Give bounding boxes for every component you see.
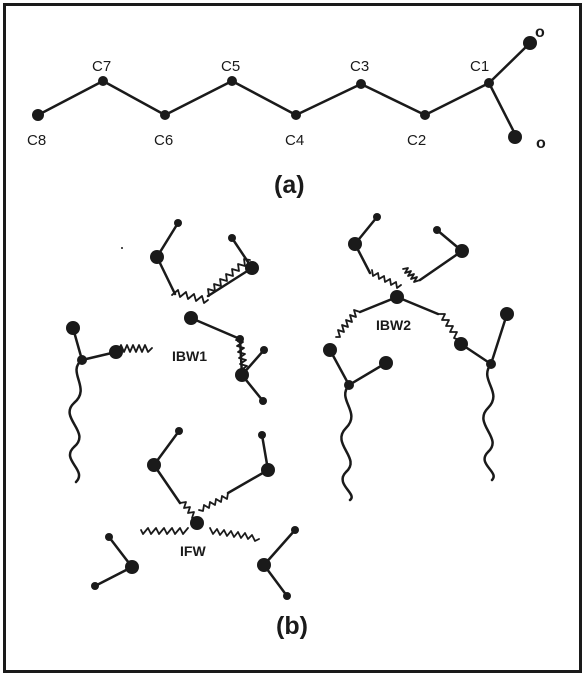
carboxyl-bond-lower: [487, 81, 517, 136]
panel-b-caption: (b): [276, 612, 308, 640]
oxygen-atoms: [508, 36, 537, 144]
cluster-ibw1-hbonds: [117, 258, 251, 375]
cluster-ibw1-atoms: [66, 219, 268, 405]
carbon-atoms: [32, 76, 494, 121]
cluster-label-ibw1: IBW1: [172, 348, 207, 364]
atom-label-c8: C8: [27, 132, 46, 149]
panel-a-caption: (a): [274, 171, 305, 199]
cluster-ibw2-atoms: [323, 213, 514, 390]
atom-label-c5: C5: [221, 58, 240, 75]
cluster-ibw2-hbonds: [335, 267, 460, 341]
atom-label-c4: C4: [285, 132, 304, 149]
carbon-chain-bonds: [36, 41, 532, 117]
atom-label-c3: C3: [350, 58, 369, 75]
cluster-label-ifw: IFW: [180, 543, 206, 559]
atom-label-c7: C7: [92, 58, 111, 75]
atom-label-oxygen-bottom: o: [536, 135, 546, 152]
atom-label-oxygen-top: o: [535, 24, 545, 41]
cluster-ibw1-bonds: [68, 221, 266, 484]
cluster-ifw-hbonds: [140, 492, 260, 542]
atom-label-c2: C2: [407, 132, 426, 149]
cluster-ifw-atoms: [91, 427, 299, 600]
cluster-ibw2-bonds: [328, 215, 509, 502]
cluster-label-ibw2: IBW2: [376, 317, 411, 333]
atom-label-c1: C1: [470, 58, 489, 75]
atom-label-c6: C6: [154, 132, 173, 149]
